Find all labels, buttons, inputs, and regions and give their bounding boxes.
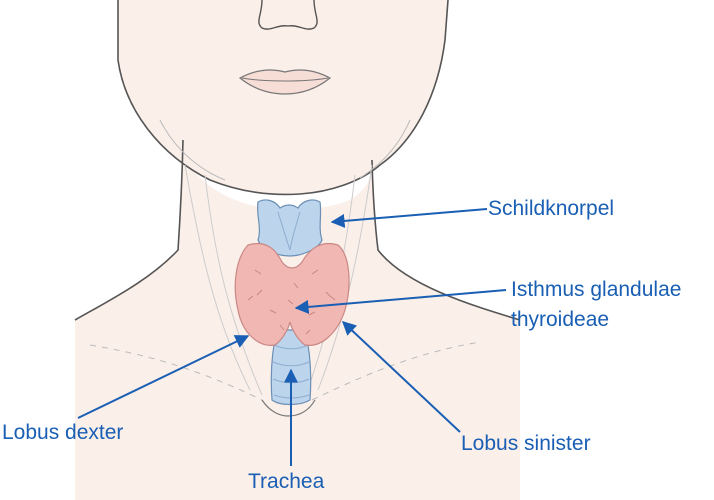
- arrow-thyroid-cartilage: [330, 208, 488, 228]
- muscle-line-left: [184, 164, 251, 391]
- left-neck-outline: [74, 139, 184, 321]
- thyroid-gland: [234, 242, 350, 346]
- label-trachea: Trachea: [248, 470, 325, 493]
- trachea-structure: [270, 329, 312, 406]
- label-thyroid-cartilage: Schildknorpel: [488, 197, 615, 220]
- lips: [238, 69, 332, 95]
- jaw-line: [159, 119, 226, 181]
- label-isthmus-line1: Isthmus glandulae: [511, 278, 682, 301]
- muscle-line-left-2: [204, 174, 263, 396]
- muscle-line-right: [317, 164, 373, 391]
- leader-arrows: [77, 208, 507, 466]
- right-neck-outline: [371, 159, 521, 321]
- arrow-left-lobe: [341, 321, 461, 433]
- face-outline: [117, 0, 449, 196]
- lips-line: [241, 77, 329, 82]
- arrow-isthmus: [294, 289, 507, 314]
- face: [118, 0, 448, 195]
- thyroid-cartilage: [256, 199, 323, 257]
- jaw-line-right: [359, 119, 411, 179]
- clavicle-left: [89, 344, 263, 401]
- arrow-right-lobe: [77, 335, 250, 419]
- clavicle-right: [311, 341, 481, 401]
- suprasternal-notch: [261, 399, 316, 417]
- nose: [258, 0, 318, 30]
- label-left-lobe: Lobus sinister: [461, 432, 591, 455]
- label-right-lobe: Lobus dexter: [2, 421, 124, 444]
- label-isthmus-line2: thyroideae: [511, 308, 610, 331]
